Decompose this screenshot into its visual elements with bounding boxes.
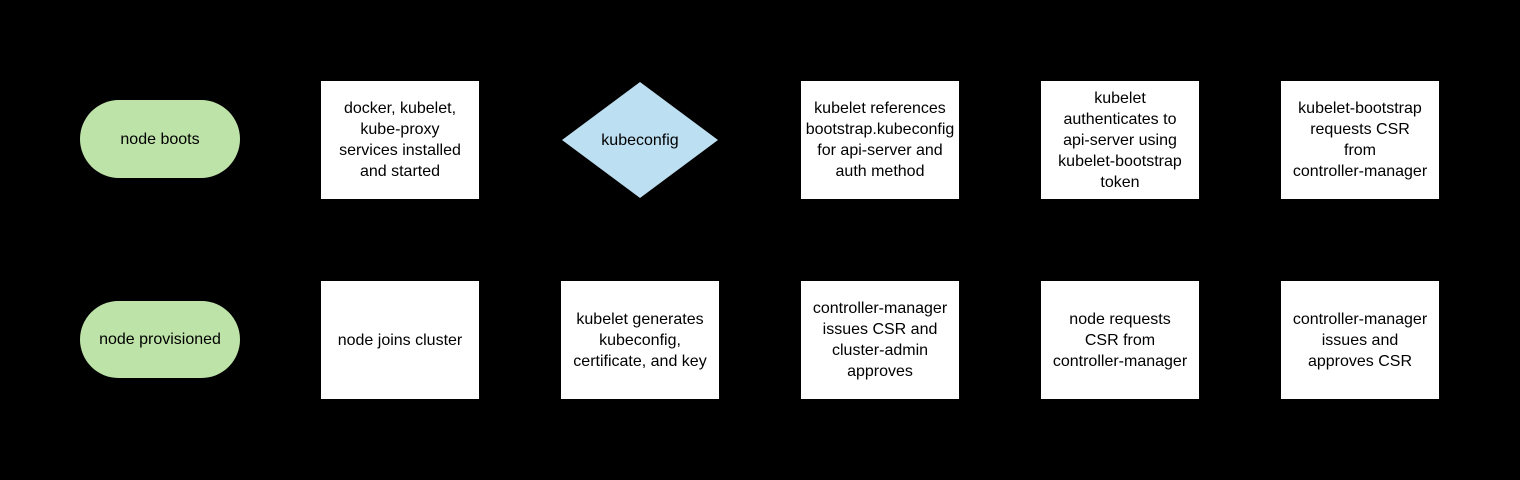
node-label: kubelet-bootstrap requests CSR from cont… <box>1292 100 1428 180</box>
node-label: kubelet references bootstrap.kubeconfig … <box>805 100 955 180</box>
node-label: node boots <box>120 130 200 148</box>
node-label: kubeconfig <box>601 131 679 149</box>
node-label: controller-manager issues and approves C… <box>1292 310 1428 370</box>
process-node-requests-csr: node requests CSR from controller-manage… <box>1041 281 1199 399</box>
decision-kubeconfig: kubeconfig <box>562 82 718 198</box>
process-kubelet-references-bootstrap-kubeconfig: kubelet references bootstrap.kubeconfig … <box>801 81 959 199</box>
process-services-installed: docker, kubelet, kube-proxy services ins… <box>321 81 479 199</box>
node-label: node requests CSR from controller-manage… <box>1052 310 1188 370</box>
process-controller-manager-issues-csr-cluster-admin-approves: controller-manager issues CSR and cluste… <box>801 281 959 399</box>
start-node-boots: node boots <box>80 100 240 178</box>
process-kubelet-generates-kubeconfig: kubelet generates kubeconfig, certificat… <box>561 281 719 399</box>
node-label: docker, kubelet, kube-proxy services ins… <box>339 100 461 180</box>
process-node-joins-cluster: node joins cluster <box>321 281 479 399</box>
process-controller-manager-issues-and-approves-csr: controller-manager issues and approves C… <box>1281 281 1439 399</box>
node-label: node joins cluster <box>337 331 463 349</box>
process-kubelet-authenticates-to-api-server: kubelet authenticates to api-server usin… <box>1041 81 1199 199</box>
node-label: node provisioned <box>99 331 221 348</box>
node-label: kubelet generates kubeconfig, certificat… <box>573 310 707 370</box>
process-kubelet-bootstrap-requests-csr: kubelet-bootstrap requests CSR from cont… <box>1281 81 1439 199</box>
end-node-provisioned: node provisioned <box>80 301 240 378</box>
node-label: kubelet authenticates to api-server usin… <box>1058 89 1182 191</box>
node-label: controller-manager issues CSR and cluste… <box>812 300 948 380</box>
